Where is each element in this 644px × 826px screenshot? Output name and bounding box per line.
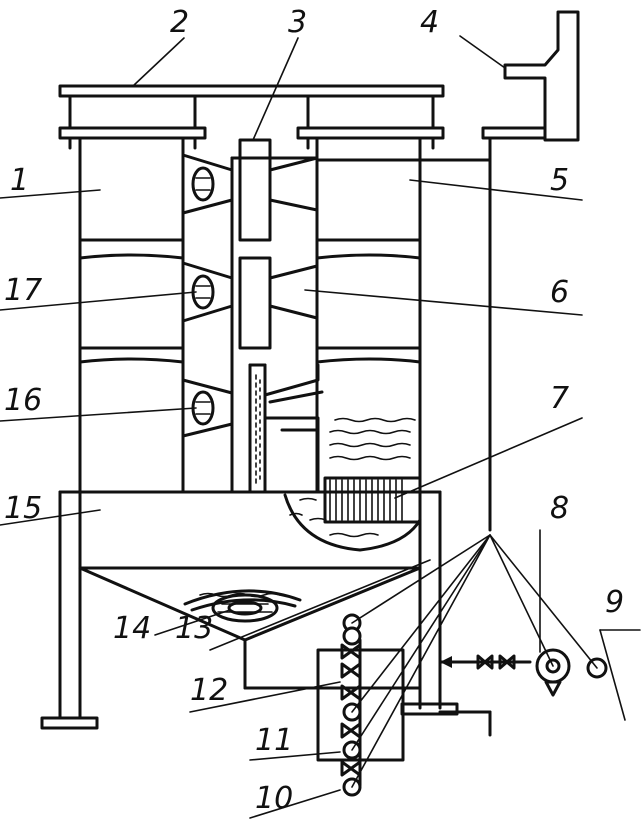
callout-11: 11 (255, 723, 293, 758)
liquid-ripples (289, 417, 416, 538)
callout-14: 14 (113, 611, 151, 646)
burners (181, 153, 234, 438)
diffusers (268, 156, 319, 320)
callout-13: 13 (175, 611, 213, 646)
central-duct (230, 138, 319, 494)
left-column-tiers (78, 238, 185, 364)
right-column-tiers (315, 158, 422, 364)
callout-labels: 1 2 3 4 5 6 7 8 9 10 11 12 13 14 15 16 1… (4, 5, 624, 816)
leader-lines (0, 35, 641, 819)
callout-10: 10 (255, 781, 293, 816)
pipework (243, 638, 532, 787)
callout-5: 5 (550, 163, 569, 198)
callout-16: 16 (4, 383, 42, 418)
callout-2: 2 (170, 5, 189, 40)
callout-7: 7 (550, 381, 569, 416)
pump-assembly (535, 648, 608, 697)
callout-1: 1 (10, 163, 29, 198)
callout-3: 3 (288, 5, 307, 40)
callout-9: 9 (605, 585, 624, 620)
callout-8: 8 (550, 491, 569, 526)
callout-17: 17 (4, 273, 42, 308)
callout-4: 4 (420, 5, 439, 40)
chimney (418, 10, 580, 532)
liquid-bath (248, 363, 422, 552)
heater-grid (329, 479, 403, 521)
callout-15: 15 (4, 491, 42, 526)
sludge-heater (183, 589, 302, 623)
top-beam (58, 84, 445, 150)
tank-base (40, 490, 459, 730)
callout-6: 6 (550, 275, 569, 310)
control-lines (351, 534, 598, 788)
callout-12: 12 (190, 673, 228, 708)
